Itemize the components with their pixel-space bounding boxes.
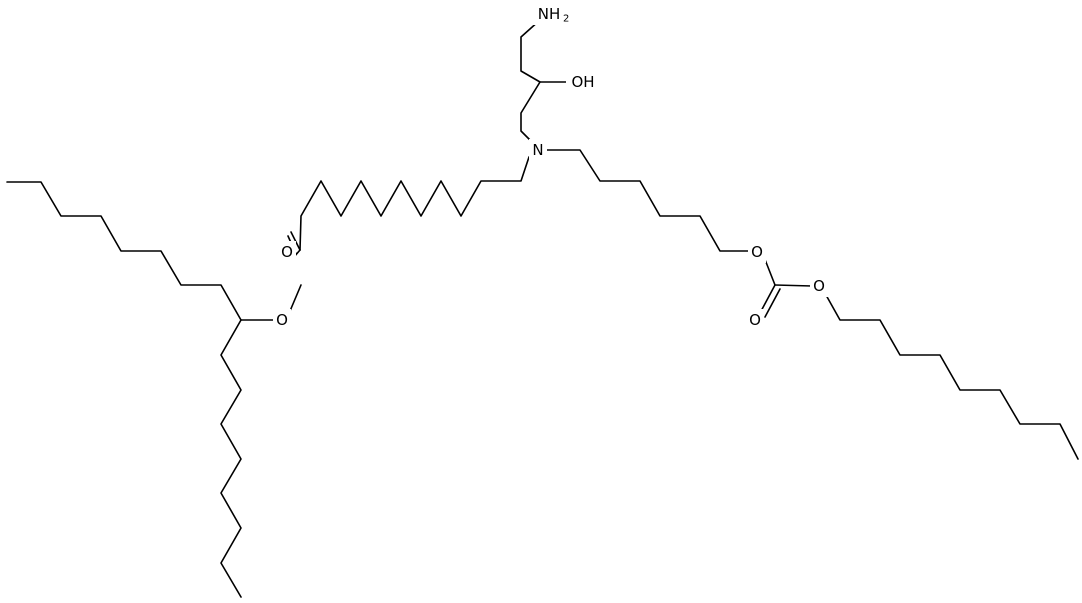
amine-label: NH 2	[528, 3, 574, 25]
ester-O-label: O	[273, 309, 291, 331]
carbonate-carbonyl-double-1	[759, 284, 776, 314]
carbonate-carbonyl-double-2	[764, 288, 781, 318]
upper-octyl-chain	[6, 181, 242, 321]
hydroxyl-label: OH	[566, 71, 600, 93]
amine-subscript: 2	[563, 14, 569, 25]
nonyl-chain	[825, 294, 1079, 460]
ester-carbonyl-O-text: O	[281, 243, 293, 261]
aminopropanol-chain	[520, 19, 541, 144]
tertiary-N-label: N	[532, 141, 543, 159]
left-octanoyl-chain	[299, 156, 530, 251]
carbonate-O2-label: O	[810, 275, 828, 297]
atom-labels: NH 2 OH N O O O O O	[273, 3, 828, 331]
amine-N-label: NH	[538, 5, 561, 23]
tertiary-amine-label: N	[529, 139, 547, 161]
lower-octyl-chain	[220, 319, 242, 598]
bond-lines	[6, 19, 1079, 598]
ester-O-text: O	[276, 311, 288, 329]
ester-C-O-bond	[289, 284, 302, 312]
carbonate-O1-label: O	[748, 241, 766, 263]
carbonate-carbonyl-O-text: O	[749, 311, 761, 329]
carbonate-O1-text: O	[751, 243, 763, 261]
right-hexyl-chain	[546, 149, 751, 252]
hydroxyl-OH-label: OH	[571, 73, 594, 91]
carbonate-carbonyl-O-label: O	[746, 309, 764, 331]
carbonate-O2-text: O	[813, 277, 825, 295]
carbonate-C-O2-bond	[774, 284, 813, 287]
ester-carbonyl-O-label: O	[278, 241, 296, 263]
